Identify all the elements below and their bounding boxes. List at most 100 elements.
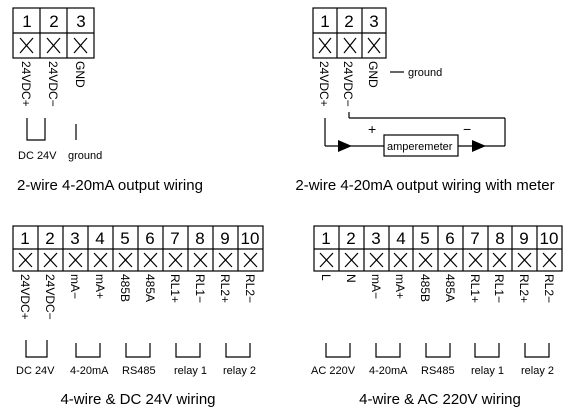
group-label: RS485 <box>421 365 455 377</box>
terminal-label: 485B <box>118 274 132 302</box>
terminal-number: 3 <box>371 229 380 248</box>
screw-icon <box>367 37 381 54</box>
screw-icon <box>68 252 83 268</box>
group-label: 4-20mA <box>70 365 109 377</box>
diagram-2wire <box>12 7 95 141</box>
arrow-right-icon <box>472 140 486 152</box>
terminal-number: 10 <box>241 229 260 248</box>
group-label: relay 1 <box>471 365 504 377</box>
power-label: DC 24V <box>18 150 57 162</box>
diagram-4wire-ac <box>313 225 563 358</box>
screw-icon <box>168 252 183 268</box>
terminal-number: 8 <box>495 229 504 248</box>
screw-icon <box>468 252 483 268</box>
terminal-number: 7 <box>470 229 479 248</box>
terminal-number: 9 <box>220 229 229 248</box>
terminal-label: RL2− <box>243 274 257 303</box>
terminal-label: RL2+ <box>218 274 232 303</box>
terminal-number: 4 <box>95 229 104 248</box>
screw-icon <box>193 252 208 268</box>
terminal-label: RL2− <box>542 274 556 303</box>
terminal-number: 3 <box>369 12 378 31</box>
caption: 4-wire & DC 24V wiring <box>60 391 215 408</box>
terminal-number: 1 <box>22 12 31 31</box>
terminal-label: RL1− <box>193 274 207 303</box>
screw-icon <box>517 252 532 268</box>
screw-icon <box>46 37 61 54</box>
terminal-label: 24VDC+ <box>19 61 33 107</box>
screw-icon <box>369 252 384 268</box>
screw-icon <box>343 37 357 54</box>
screw-icon <box>318 37 332 54</box>
terminal-number: 2 <box>344 12 353 31</box>
terminal-label: mA− <box>369 274 383 299</box>
terminal-label: RL2+ <box>517 274 531 303</box>
terminal-label: L <box>319 274 333 281</box>
minus-sign: − <box>463 121 471 137</box>
caption: 2-wire 4-20mA output wiring <box>17 177 203 194</box>
terminal-number: 3 <box>76 12 85 31</box>
terminal-label: mA+ <box>393 274 407 299</box>
group-label: 4-20mA <box>369 365 408 377</box>
terminal-number: 9 <box>519 229 528 248</box>
arrow-right-icon <box>338 140 352 152</box>
plus-sign: + <box>368 121 376 137</box>
terminal-number: 1 <box>321 229 330 248</box>
screw-icon <box>443 252 458 268</box>
terminal-label: RL1+ <box>168 274 182 303</box>
terminal-number: 1 <box>20 229 29 248</box>
caption: 2-wire 4-20mA output wiring with meter <box>295 177 554 194</box>
screw-icon <box>143 252 158 268</box>
screw-icon <box>19 37 34 54</box>
ground-label: ground <box>408 67 442 79</box>
terminal-number: 4 <box>396 229 405 248</box>
caption: 4-wire & AC 220V wiring <box>359 391 521 408</box>
terminal-label: 24VDC− <box>43 274 57 320</box>
screw-icon <box>344 252 359 268</box>
terminal-label: 485A <box>443 274 457 302</box>
terminal-number: 1 <box>320 12 329 31</box>
group-label: relay 2 <box>223 365 256 377</box>
terminal-number: 5 <box>120 229 129 248</box>
terminal-label: GND <box>366 61 380 88</box>
terminal-number: 5 <box>420 229 429 248</box>
group-label: RS485 <box>122 365 156 377</box>
terminal-number: 3 <box>70 229 79 248</box>
terminal-number: 2 <box>346 229 355 248</box>
terminal-number: 2 <box>49 12 58 31</box>
group-label: relay 1 <box>174 365 207 377</box>
terminal-label: 485A <box>143 274 157 302</box>
terminal-number: 6 <box>145 229 154 248</box>
terminal-label: 24VDC− <box>341 61 355 107</box>
screw-icon <box>118 252 133 268</box>
diagram-2wire-meter <box>312 7 506 157</box>
terminal-label: 24VDC+ <box>18 274 32 320</box>
screw-icon <box>18 252 33 268</box>
terminal-label: RL1− <box>492 274 506 303</box>
terminal-number: 8 <box>195 229 204 248</box>
terminal-label: 485B <box>418 274 432 302</box>
screw-icon <box>542 252 557 268</box>
amperemeter-label: amperemeter <box>387 141 453 153</box>
group-label: DC 24V <box>16 365 55 377</box>
terminal-label: mA− <box>68 274 82 299</box>
terminal-label: RL1+ <box>468 274 482 303</box>
group-label: AC 220V <box>311 365 356 377</box>
screw-icon <box>243 252 258 268</box>
terminal-label: N <box>344 274 358 283</box>
screw-icon <box>93 252 108 268</box>
screw-icon <box>319 252 334 268</box>
terminal-number: 2 <box>45 229 54 248</box>
terminal-label: GND <box>73 61 87 88</box>
screw-icon <box>218 252 233 268</box>
diagram-4wire-dc <box>12 225 264 358</box>
screw-icon <box>393 252 408 268</box>
screw-icon <box>73 37 88 54</box>
terminal-number: 7 <box>170 229 179 248</box>
ground-label: ground <box>68 150 102 162</box>
screw-icon <box>43 252 58 268</box>
group-label: relay 2 <box>521 365 554 377</box>
screw-icon <box>492 252 507 268</box>
screw-icon <box>418 252 433 268</box>
